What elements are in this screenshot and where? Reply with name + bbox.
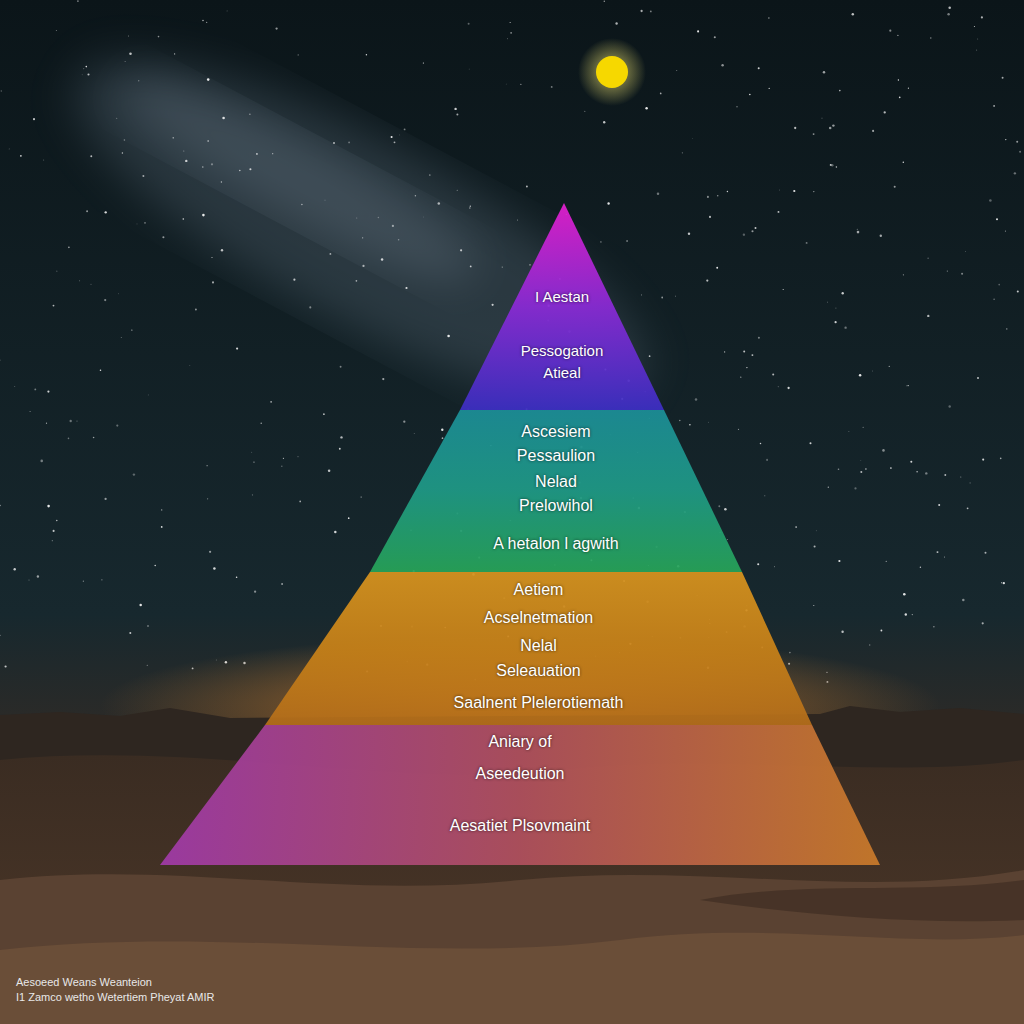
band-text: Pessogation: [521, 342, 604, 359]
band-text: Nelal: [520, 637, 556, 655]
band-text: A hetalon l agwith: [493, 535, 618, 553]
band-text: Atieal: [543, 364, 581, 381]
band-text: Acselnetmation: [484, 609, 593, 627]
watermark-text: I1 Zamco wetho Wetertiem Pheyat AMIR: [16, 991, 214, 1003]
pyramid-band: AscesiemPessaulionNeladPrelowihol A hetal…: [370, 410, 742, 572]
band-text: Seleauation: [496, 662, 581, 680]
band-text: Aetiem: [514, 581, 564, 599]
watermark-text: Aesoeed Weans Weanteion: [16, 976, 152, 988]
band-text: Saalnent Plelerotiemath: [454, 694, 624, 712]
band-text: Aseedeution: [476, 765, 565, 783]
pyramid-band: AetiemAcselnetmationNelalSeleauationSaal…: [265, 572, 812, 725]
band-text: Ascesiem: [521, 423, 590, 441]
band-text: Aesatiet Plsovmaint: [450, 817, 591, 835]
pyramid-band: Aniary of AseedeutionAesatiet Plsovmaint: [160, 725, 880, 865]
pyramid-band: I AestanPessogationAtieal: [460, 203, 664, 410]
band-text: Aniary of: [488, 733, 551, 751]
band-text: I Aestan: [535, 288, 589, 305]
band-text: Pessaulion: [517, 447, 595, 465]
band-text: Nelad: [535, 473, 577, 491]
band-text: Prelowihol: [519, 497, 593, 515]
